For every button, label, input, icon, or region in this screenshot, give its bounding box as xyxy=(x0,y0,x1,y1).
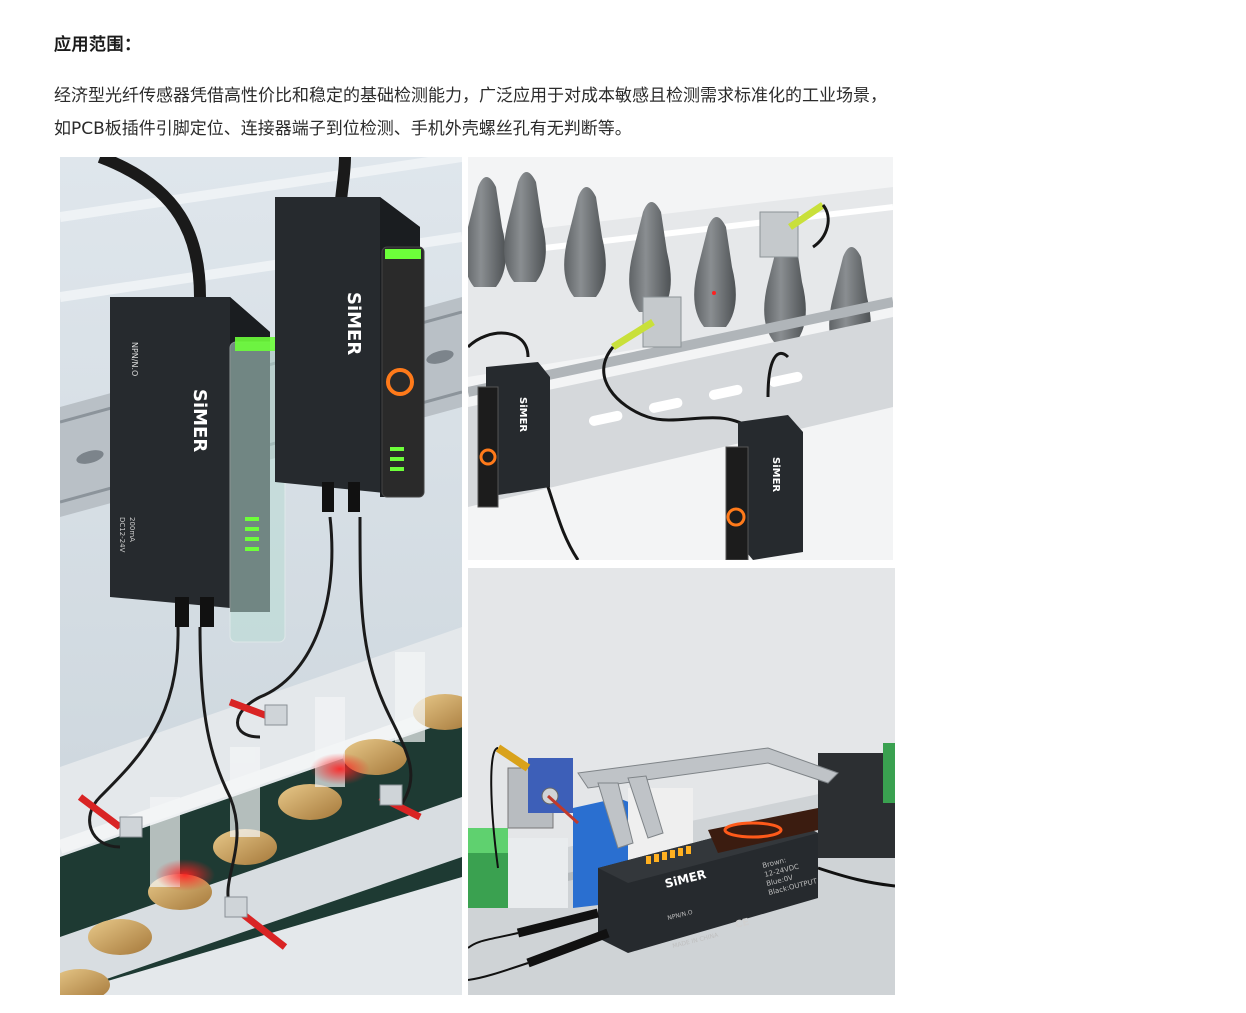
section-paragraph: 经济型光纤传感器凭借高性价比和稳定的基础检测能力，广泛应用于对成本敏感且检测需求… xyxy=(54,80,1174,146)
product-photo-left: SiMER NPN/N.O DC12-24V 200mA SiMER xyxy=(60,157,462,995)
tr-sensor1-brand: SiMER xyxy=(517,397,528,432)
paragraph-line-1: 经济型光纤传感器凭借高性价比和稳定的基础检测能力，广泛应用于对成本敏感且检测需求… xyxy=(54,86,887,106)
paragraph-line-2: 如PCB板插件引脚定位、连接器端子到位检测、手机外壳螺丝孔有无判断等。 xyxy=(54,119,632,139)
left-sensor1-brand: SiMER xyxy=(189,389,210,452)
left-sensor1-current: 200mA xyxy=(128,517,136,542)
product-photo-bottom-right: SiMER Brown: 12-24VDC Blue:0V Black:OUTP… xyxy=(468,568,895,995)
tr-sensor2-brand: SiMER xyxy=(770,457,781,492)
left-sensor1-voltage: DC12-24V xyxy=(118,517,126,553)
section-heading: 应用范围： xyxy=(54,35,142,55)
left-sensor2-brand: SiMER xyxy=(343,292,364,355)
left-sensor1-mode: NPN/N.O xyxy=(130,342,139,376)
product-photo-top-right: SiMER SiMER xyxy=(468,157,893,560)
br-ce-mark: CE xyxy=(734,917,751,931)
